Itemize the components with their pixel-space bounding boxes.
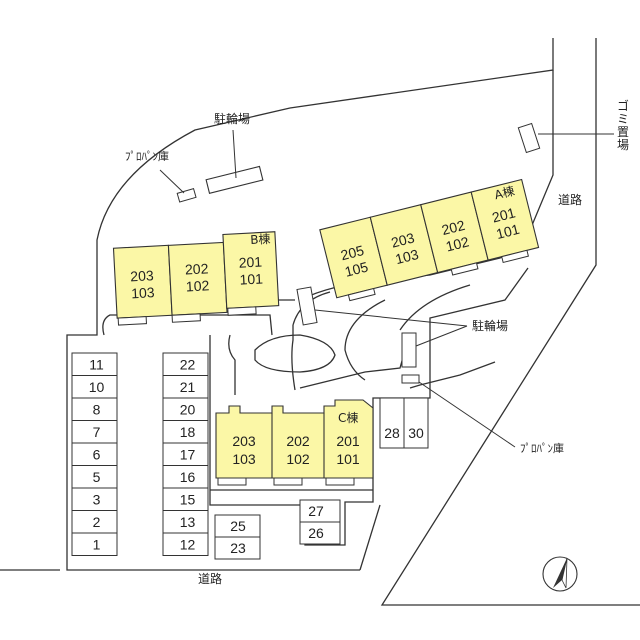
parking-stall	[162, 532, 209, 556]
road-label-right: 道路	[558, 192, 582, 207]
unit-a-upper-3: 202	[440, 217, 467, 238]
parking-25-23: 25 23	[214, 514, 261, 560]
parking-slot-label: 20	[180, 402, 196, 418]
unit-a-lower-2: 103	[394, 246, 421, 267]
unit-a-upper-1: 205	[339, 242, 366, 263]
parking-slot-label: 16	[180, 469, 196, 485]
parking-stall	[71, 532, 118, 556]
building-a: 205 105 203 103 202 102 201 101 A棟	[319, 178, 540, 302]
parking-slot-label: 1	[93, 537, 101, 553]
parking-slot-27: 27	[308, 503, 324, 519]
bike-parking-label-mid: 駐輪場	[472, 318, 508, 333]
unit-c-upper-2: 202	[286, 433, 310, 449]
unit-b-upper-3: 201	[238, 253, 262, 270]
road-label-bottom: 道路	[198, 571, 222, 586]
parking-slot-label: 6	[93, 447, 101, 463]
parking-slot-label: 13	[180, 514, 196, 530]
propane-mid: ﾌﾟﾛﾊﾟﾝ庫	[401, 374, 564, 455]
parking-slot-label: 21	[180, 379, 196, 395]
unit-b-lower-2: 102	[185, 277, 209, 294]
parking-slot-23: 23	[230, 540, 246, 556]
parking-slot-label: 12	[180, 537, 196, 553]
parking-slot-label: 5	[93, 469, 101, 485]
bike-parking-label-top: 駐輪場	[214, 111, 250, 126]
parking-slot-label: 10	[89, 379, 105, 395]
unit-c-lower-1: 103	[232, 451, 256, 467]
unit-b-upper-2: 202	[185, 260, 209, 277]
bike-parking-mid: 駐輪場	[296, 286, 508, 368]
building-c: 203 103 202 102 201 101 C棟	[215, 399, 374, 486]
building-c-name: C棟	[338, 410, 358, 425]
parking-slot-28: 28	[384, 425, 400, 441]
parking-slot-25: 25	[230, 518, 246, 534]
unit-a-lower-4: 101	[495, 221, 522, 242]
north-arrow-icon	[542, 556, 578, 592]
parking-27-26: 27 26	[299, 499, 341, 545]
parking-slot-label: 2	[93, 514, 101, 530]
parking-slot-label: 11	[89, 357, 104, 373]
parking-column-2: 22 21 20 18 17 16 15 13 12	[162, 352, 209, 556]
building-b: 203 103 202 102 201 101 B棟	[112, 231, 280, 326]
propane-label-mid: ﾌﾟﾛﾊﾟﾝ庫	[520, 441, 564, 455]
unit-c-lower-2: 102	[286, 451, 310, 467]
propane-top: ﾌﾟﾛﾊﾟﾝ庫	[125, 149, 197, 203]
parking-slot-label: 8	[93, 402, 101, 418]
unit-b-upper-1: 203	[130, 267, 154, 284]
bike-parking-top: 駐輪場	[205, 111, 264, 194]
unit-a-lower-3: 102	[444, 233, 471, 254]
unit-a-upper-4: 201	[490, 204, 517, 225]
building-b-name: B棟	[250, 231, 271, 247]
parking-slot-30: 30	[408, 425, 424, 441]
unit-a-upper-2: 203	[389, 229, 416, 250]
building-a-name: A棟	[493, 183, 516, 202]
unit-b-lower-1: 103	[131, 284, 155, 301]
garbage-label: ゴミ置場	[617, 98, 629, 152]
unit-c-lower-3: 101	[336, 451, 360, 467]
propane-label-top: ﾌﾟﾛﾊﾟﾝ庫	[125, 149, 169, 163]
parking-slot-26: 26	[308, 525, 324, 541]
parking-slot-label: 22	[180, 357, 196, 373]
garbage-area: ゴミ置場	[517, 98, 629, 154]
unit-a-lower-1: 105	[343, 258, 370, 279]
parking-slot-label: 7	[93, 424, 101, 440]
parking-slot-label: 17	[180, 447, 196, 463]
parking-slot-label: 15	[180, 492, 196, 508]
unit-c-upper-3: 201	[336, 433, 360, 449]
parking-slot-label: 18	[180, 424, 196, 440]
parking-28-30: 28 30	[379, 397, 429, 449]
building-a-units	[319, 178, 540, 302]
parking-slot-label: 3	[93, 492, 101, 508]
unit-c-upper-1: 203	[232, 433, 256, 449]
unit-b-lower-3: 101	[239, 270, 263, 287]
parking-column-1: 11 10 8 7 6 5 3 2 1	[71, 352, 118, 556]
